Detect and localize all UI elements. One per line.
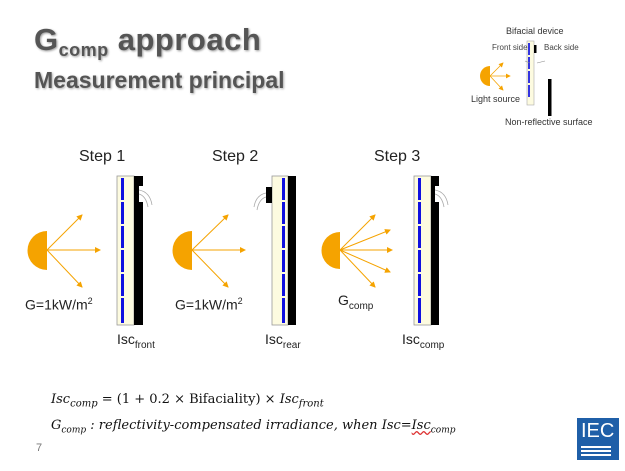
step1-irradiance: G=1kW/m2 [25, 296, 93, 313]
slide-subtitle: Measurement principal [34, 67, 285, 93]
pv-module [271, 175, 289, 326]
pv-module [413, 175, 432, 326]
inset-light-label: Light source [471, 94, 521, 104]
step1-isc: Iscfront [117, 331, 155, 351]
inset-device-label: Bifacial device [506, 26, 564, 36]
inset-back-label: Back side [544, 43, 579, 52]
step3-title: Step 3 [374, 148, 421, 165]
eq-lhs-sub: comp [70, 398, 98, 410]
light-source-icon [172, 231, 192, 270]
inset-bifacial-device [526, 40, 535, 106]
def-sym: G [51, 418, 62, 433]
irr-text: G [338, 292, 349, 308]
step2-isc: Iscrear [265, 331, 301, 351]
step3-diagram [321, 175, 449, 326]
inset-non-reflective-surface [548, 79, 552, 116]
isc-sub: comp [419, 340, 445, 351]
isc-sub: rear [282, 340, 301, 351]
isc-text: Isc [117, 331, 135, 347]
backsheet [288, 176, 296, 325]
junction-box [266, 187, 272, 203]
irr-sup: 2 [237, 296, 243, 306]
gcomp-definition: Gcomp : reflectivity-compensated irradia… [51, 418, 456, 436]
step1-title: Step 1 [79, 148, 126, 165]
irr-sub: comp [348, 301, 374, 312]
title-g: G [34, 22, 59, 57]
light-source-icon [27, 231, 47, 270]
backsheet [431, 176, 439, 325]
pv-module [116, 175, 135, 326]
def-end: Isccomp [411, 418, 456, 436]
step2-irradiance: G=1kW/m2 [175, 296, 243, 313]
isc-sub: front [134, 340, 155, 351]
eq-rhs-sub: front [298, 398, 324, 410]
inset-front-label: Front side [492, 43, 528, 52]
def-sym-sub: comp [61, 425, 87, 436]
step1-diagram [27, 175, 153, 326]
step3-irradiance: Gcomp [338, 292, 373, 312]
step2-diagram [172, 175, 296, 326]
step2-title: Step 2 [212, 148, 259, 165]
eq-rhs: Isc [279, 392, 299, 407]
def-end-sub: comp [430, 425, 456, 436]
light-source-icon [321, 232, 340, 269]
inset-diagram [480, 40, 552, 116]
def-text: : reflectivity-compensated irradiance, w… [86, 418, 412, 433]
iec-logo: IEC [577, 418, 619, 460]
isc-text: Isc [265, 331, 283, 347]
irr-text: G=1kW/m [25, 296, 88, 313]
def-end-text: Isc [411, 418, 431, 433]
eq-lhs: Isc [51, 392, 71, 407]
slide-title: Gcomp approach [34, 22, 261, 61]
eq-mid: = (1 + 0.2 × Bifaciality) × [97, 392, 280, 407]
isc-comp-equation: Isccomp = (1 + 0.2 × Bifaciality) × Iscf… [51, 392, 324, 410]
title-sub: comp [58, 40, 109, 60]
title-suffix: approach [108, 22, 262, 57]
irr-sup: 2 [87, 296, 93, 306]
irr-text: G=1kW/m [175, 296, 238, 313]
inset-light-source-icon [480, 66, 490, 86]
junction-box-cable [138, 189, 153, 208]
backsheet [134, 176, 143, 325]
page-number: 7 [36, 442, 43, 454]
isc-text: Isc [402, 331, 420, 347]
inset-surface-label: Non-reflective surface [505, 117, 593, 127]
step3-isc: Isccomp [402, 331, 444, 351]
logo-text: IEC [581, 420, 615, 442]
